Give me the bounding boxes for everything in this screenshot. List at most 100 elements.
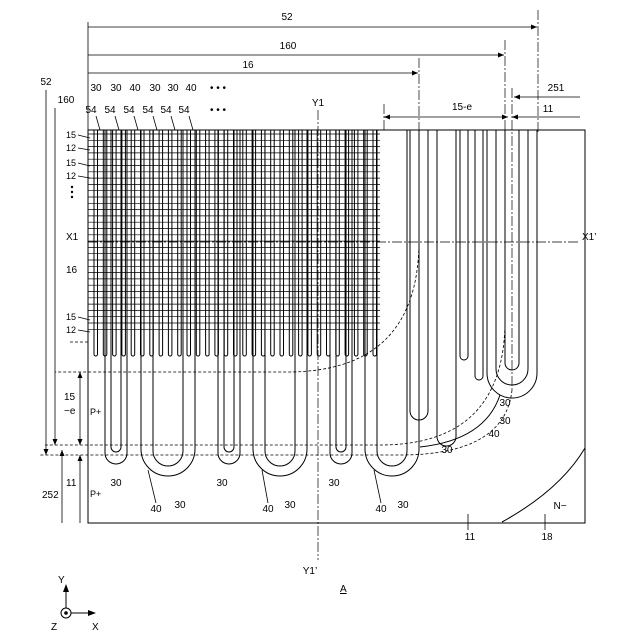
dimension-52: 52 (88, 10, 538, 132)
top-label-30: 30 (149, 83, 161, 94)
trench-finger (354, 130, 358, 356)
label-11-left: 11 (66, 478, 77, 489)
trench-30 (437, 130, 456, 446)
trench-30 (377, 130, 407, 466)
axis-label-z: Z (51, 622, 57, 633)
trench-finger (122, 130, 126, 356)
left-160-label: 160 (58, 95, 75, 106)
trench-finger (113, 130, 117, 356)
bottom-label-30: 30 (174, 500, 186, 511)
top-ellipsis: • • • (210, 105, 227, 116)
top-labels-row-54: 54 54 54 54 54 54 • • • (85, 105, 226, 116)
left-dimension-52: 52 (40, 77, 52, 455)
trench-finger (168, 130, 172, 356)
label-12: 12 (66, 325, 76, 335)
label-x1: X1 (66, 232, 79, 243)
trench-finger (178, 130, 182, 356)
bottom-label-40: 40 (375, 504, 387, 515)
trench-finger (159, 130, 163, 356)
dimension-15-e-label: 15-e (452, 102, 472, 113)
left-dimension-11: 11 (66, 455, 83, 523)
label-a: A (340, 584, 347, 595)
label-p-plus: P+ (90, 489, 101, 499)
top-label-54: 54 (178, 105, 190, 116)
trench-finger (94, 130, 98, 356)
top-labels-row-30-40: 30 30 40 30 30 40 • • • (90, 83, 226, 94)
bottom-label-40: 40 (150, 504, 162, 515)
bottom-label-30: 30 (216, 478, 228, 489)
label-15: 15 (66, 158, 76, 168)
dimension-11-right: 11 (512, 104, 580, 120)
right-label-30: 30 (499, 398, 511, 409)
dimension-251: 251 (512, 83, 580, 390)
trench-finger (327, 130, 331, 356)
label-12: 12 (66, 143, 76, 153)
axis-label-x: X (92, 622, 99, 633)
trench-finger (224, 130, 228, 356)
trench-finger (196, 130, 200, 356)
dimension-15-e: 15-e (384, 102, 508, 130)
left-52-label: 52 (40, 77, 52, 88)
label-n-minus: N− (553, 501, 566, 512)
bottom-label-30: 30 (397, 500, 409, 511)
bottom-label-30: 30 (441, 445, 453, 456)
trench-group (94, 130, 537, 476)
top-label-30: 30 (90, 83, 102, 94)
dimension-16-label: 16 (242, 60, 254, 71)
label-252: 252 (42, 490, 59, 501)
left-dimension-15-e: 15 −e P+ (64, 372, 101, 445)
trench-finger (131, 130, 135, 356)
bottom-label-30: 30 (284, 500, 296, 511)
top-label-40: 40 (129, 83, 141, 94)
dimension-11-right-label: 11 (543, 104, 554, 115)
dimension-160-label: 160 (280, 41, 297, 52)
trench-finger (243, 130, 247, 356)
boundary-160-arc (45, 320, 505, 445)
label-y1: Y1 (312, 98, 325, 109)
right-label-30: 30 (499, 416, 511, 427)
top-label-30: 30 (110, 83, 122, 94)
axis-label-y: Y (58, 575, 65, 586)
trench-30 (475, 130, 483, 380)
trench-finger (299, 130, 303, 356)
bottom-label-18: 18 (541, 532, 553, 543)
top-label-54: 54 (142, 105, 154, 116)
label-15: 15 (66, 312, 76, 322)
dimension-160: 160 (88, 40, 505, 320)
trench-finger (373, 130, 377, 356)
top-label-54: 54 (104, 105, 116, 116)
top-label-54: 54 (160, 105, 172, 116)
label-16: 16 (66, 265, 78, 276)
right-label-40: 40 (488, 429, 500, 440)
trench-finger (271, 130, 275, 356)
label-15e-top: 15 (64, 392, 76, 403)
trench-30 (460, 130, 468, 360)
trench-finger (280, 130, 284, 356)
coordinate-axes: Y Z X (51, 575, 99, 633)
trench-finger (261, 130, 265, 356)
label-15e-bottom: −e (64, 406, 76, 417)
layer-labels: 15 12 15 12 X1 16 15 12 (66, 130, 90, 335)
bottom-label-30: 30 (110, 478, 122, 489)
trench-finger (206, 130, 210, 356)
top-leaders (96, 116, 193, 130)
label-x1-prime: X1’ (582, 232, 596, 243)
label-15: 15 (66, 130, 76, 140)
bottom-label-11: 11 (465, 532, 476, 543)
dimension-52-label: 52 (281, 12, 293, 23)
n-minus-region-arc (502, 448, 585, 522)
dimension-251-label: 251 (548, 83, 565, 94)
top-label-30: 30 (167, 83, 179, 94)
top-label-40: 40 (185, 83, 197, 94)
bottom-label-40: 40 (262, 504, 274, 515)
trench-finger (308, 130, 312, 356)
bottom-labels: 30 30 30 30 30 30 40 40 40 30 30 40 30 N… (110, 398, 566, 543)
bottom-label-30: 30 (328, 478, 340, 489)
label-12: 12 (66, 171, 76, 181)
trench-finger (187, 130, 191, 356)
trench-finger (289, 130, 293, 356)
top-ellipsis: • • • (210, 83, 227, 94)
label-p-plus: P+ (90, 407, 101, 417)
label-y1-prime: Y1’ (303, 566, 317, 577)
